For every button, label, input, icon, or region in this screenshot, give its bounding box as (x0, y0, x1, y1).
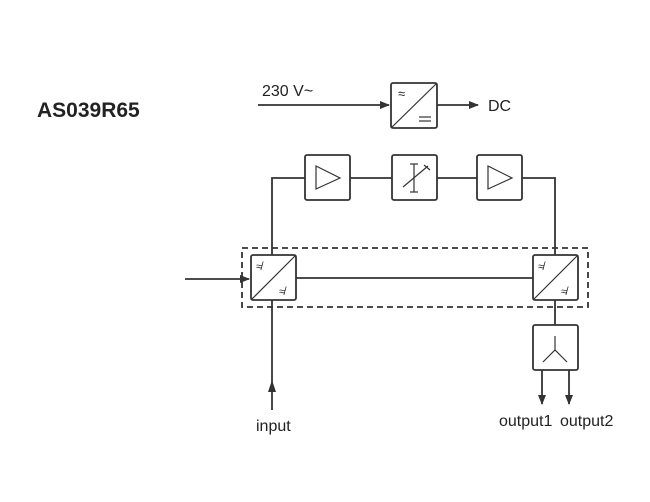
svg-text:≉: ≉ (538, 261, 546, 273)
ac-symbol-icon: ≈ (398, 86, 405, 101)
power-output-label: DC (488, 98, 511, 115)
attenuator-icon (402, 163, 431, 193)
input-label: input (256, 418, 291, 435)
variable-attenuator (391, 154, 438, 201)
power-input-label: 230 V~ (262, 83, 313, 100)
converter-left: ≉ ≉ (250, 254, 297, 301)
input-arrow-icon (268, 380, 276, 392)
converter-right: ≉ ≉ (532, 254, 579, 301)
splitter (532, 324, 579, 371)
output1-label: output1 (499, 413, 552, 430)
svg-text:≉: ≉ (256, 261, 264, 273)
amplifier-1 (304, 154, 351, 201)
output2-label: output2 (560, 413, 613, 430)
power-supply: 230 V~ ≈ DC (258, 82, 511, 129)
amplifier-2 (476, 154, 523, 201)
svg-text:≉: ≉ (279, 286, 287, 298)
model-title: AS039R65 (37, 99, 140, 122)
amplifier-icon (315, 165, 342, 190)
amplifier-icon (487, 165, 514, 190)
svg-text:≉: ≉ (561, 286, 569, 298)
